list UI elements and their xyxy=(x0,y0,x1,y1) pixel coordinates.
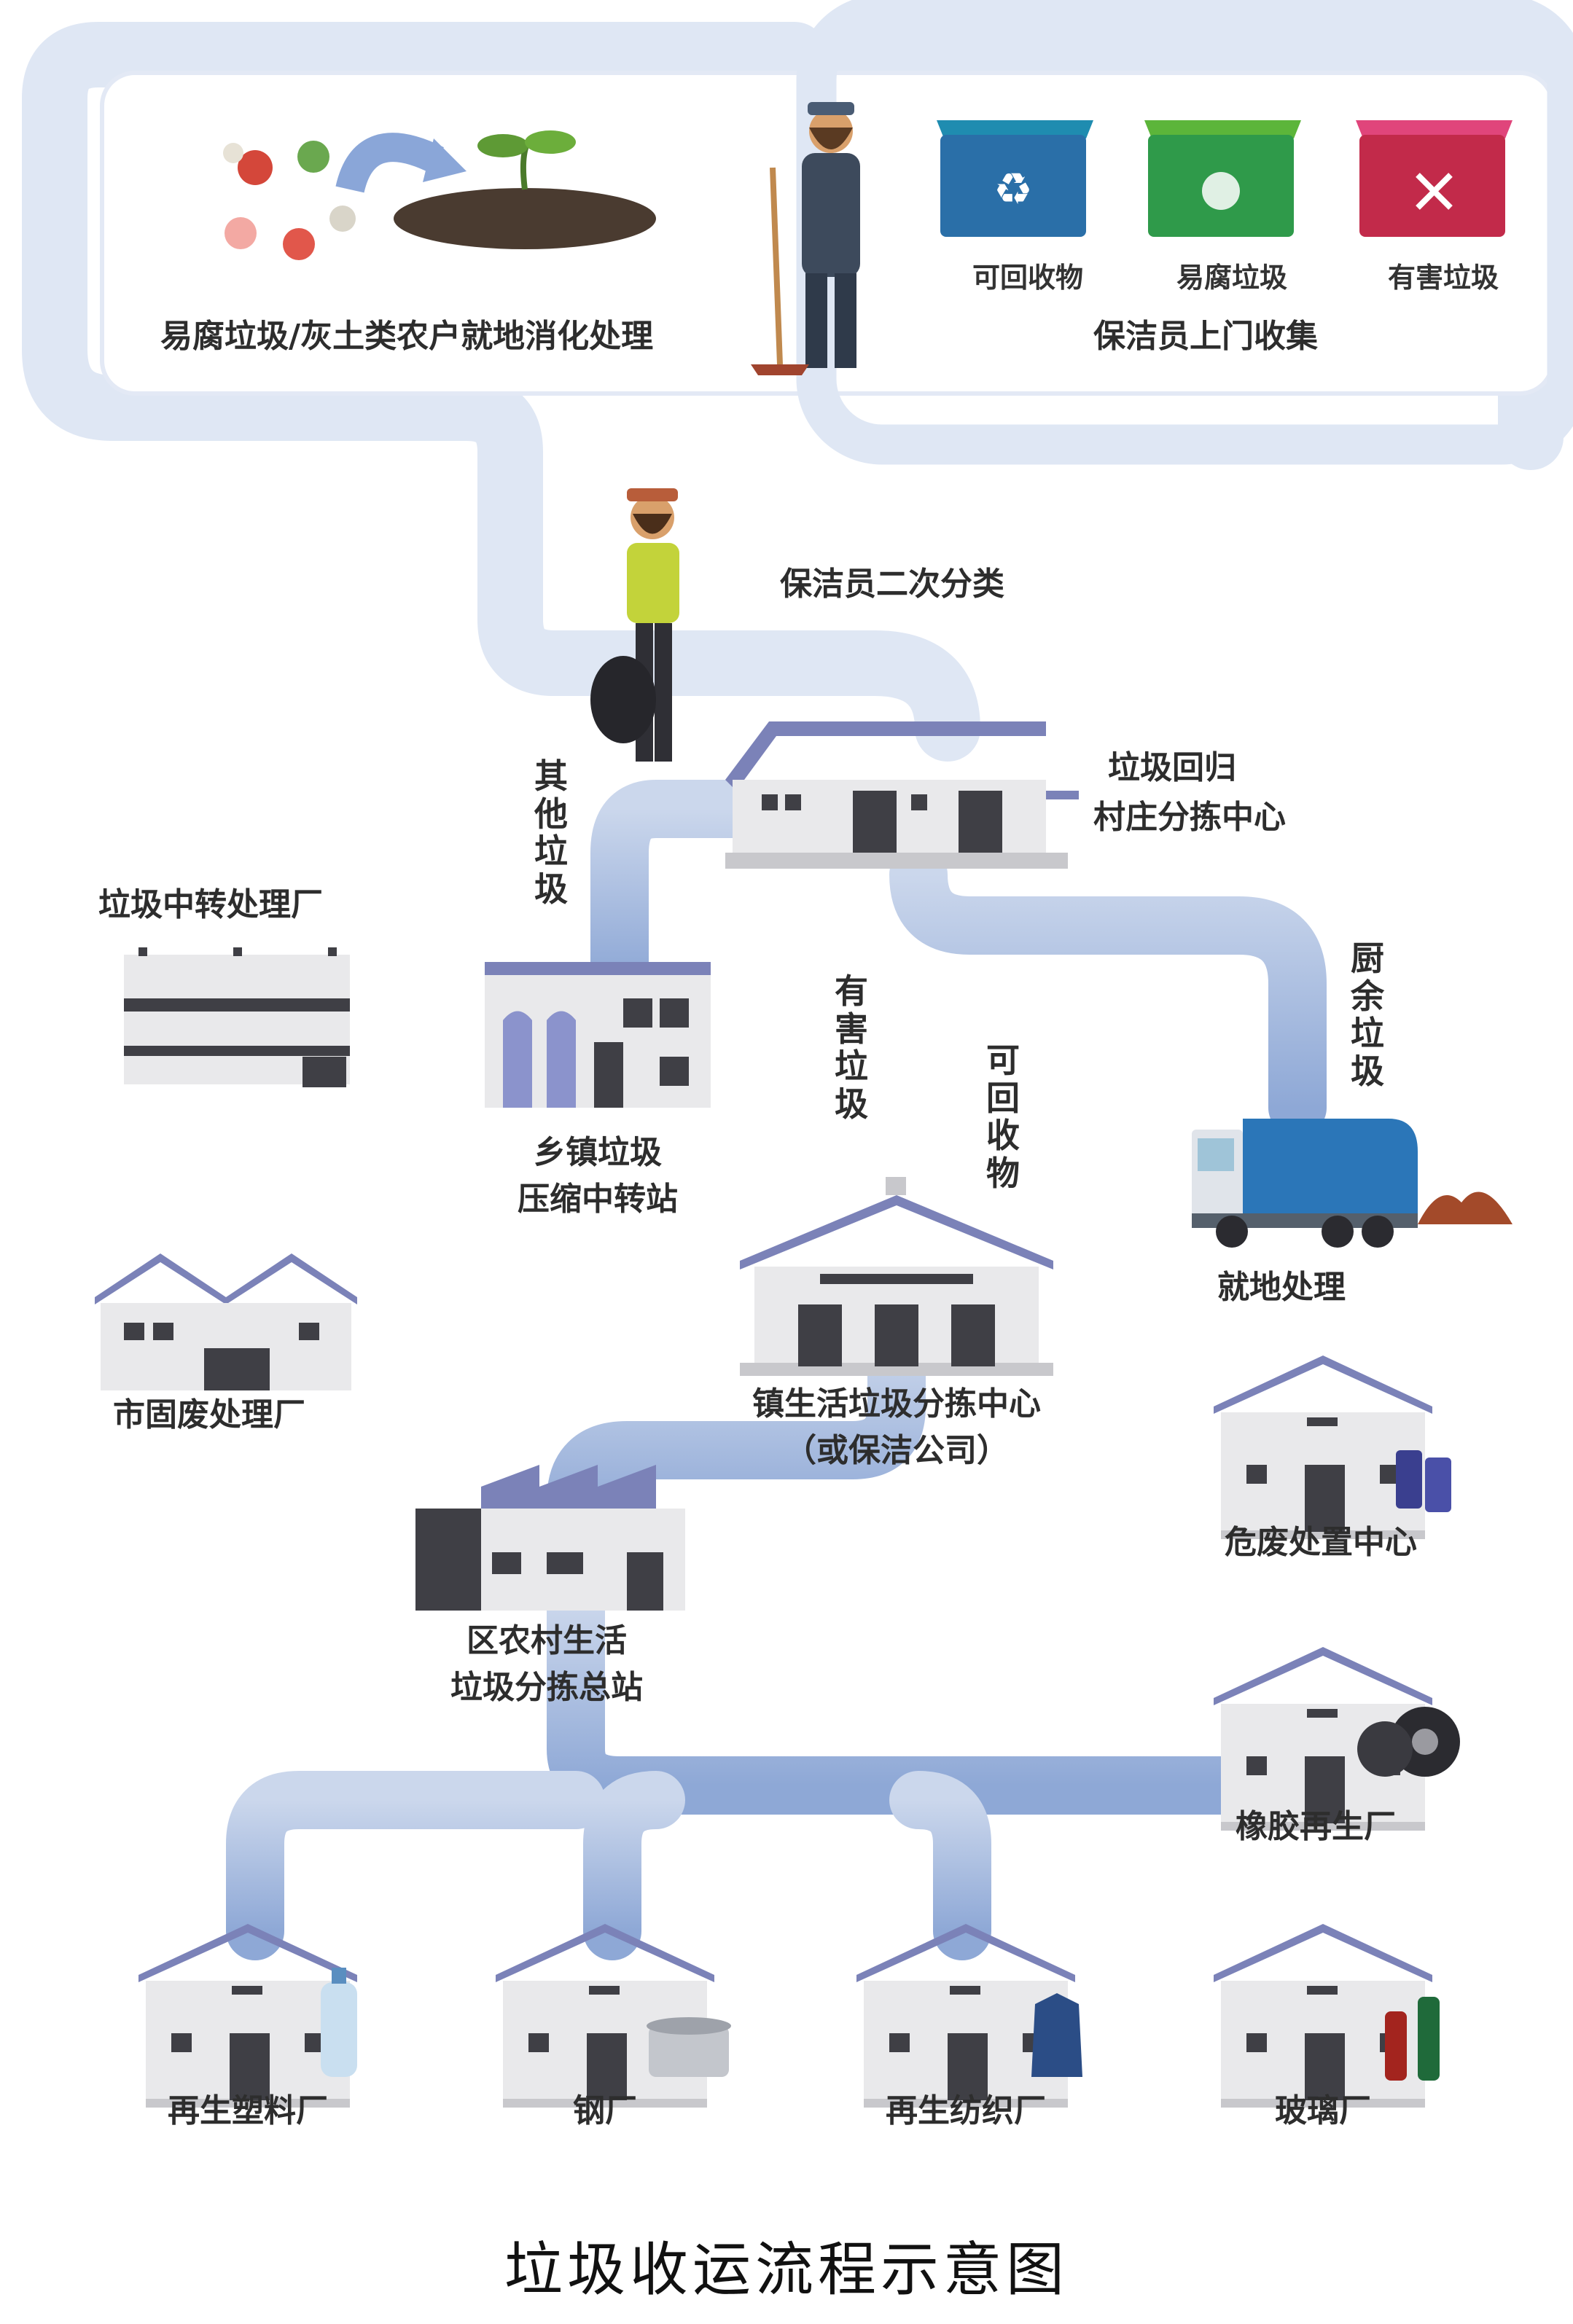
district-station-label: 区农村生活 垃圾分拣总站 xyxy=(450,1622,643,1706)
secondary-sorting-label: 保洁员二次分类 xyxy=(780,566,1004,603)
flow-pipes xyxy=(22,22,1564,1960)
local-treatment-label: 就地处理 xyxy=(1217,1269,1346,1306)
sorting-worker-icon xyxy=(590,488,679,762)
recyclable-bin-icon: ♻ xyxy=(937,120,1093,237)
tire-icon xyxy=(1357,1707,1460,1777)
village-sorting-center-label: 垃圾回归 村庄分拣中心 xyxy=(1093,749,1286,837)
town-compression-station-label: 乡镇垃圾 压缩中转站 xyxy=(518,1134,678,1218)
recyclables-flow-label: 可回收物 xyxy=(986,1041,1020,1193)
rubber-plant-label: 橡胶再生厂 xyxy=(1236,1808,1396,1845)
perishable-bin-icon xyxy=(1144,120,1301,237)
hazard-center-building xyxy=(1214,1355,1432,1539)
transfer-plant-label: 垃圾中转处理厂 xyxy=(98,886,323,923)
bin-label-hazardous: 有害垃圾 xyxy=(1387,262,1499,294)
village-sorting-center-building xyxy=(725,721,1079,869)
hazardous-waste-center-label: 危废处置中心 xyxy=(1225,1524,1417,1561)
town-sorting-center-label: 镇生活垃圾分拣中心 （或保洁公司） xyxy=(752,1385,1041,1469)
battery-icon xyxy=(1396,1450,1451,1512)
steel-pot-icon xyxy=(647,2017,731,2077)
plastic-bottle-icon xyxy=(321,1968,357,2077)
plastic-plant-label: 再生塑料厂 xyxy=(168,2092,328,2129)
compost-illustration xyxy=(223,130,656,260)
door-to-door-collection-label: 保洁员上门收集 xyxy=(1093,318,1318,355)
steel-plant-label: 钢厂 xyxy=(573,2092,637,2129)
cleaner-with-broom-icon xyxy=(751,102,860,375)
textile-plant-label: 再生纺织厂 xyxy=(886,2092,1046,2129)
bin-label-recyclable: 可回收物 xyxy=(972,262,1083,294)
city-solid-waste-plant-building xyxy=(95,1253,357,1390)
glass-plant-label: 玻璃厂 xyxy=(1275,2092,1371,2129)
town-compression-station-building xyxy=(485,962,711,1108)
town-sorting-center-building xyxy=(740,1177,1053,1376)
svg-text:♻: ♻ xyxy=(994,164,1033,215)
hazardous-bin-icon xyxy=(1356,120,1512,237)
page-title: 垃圾收运流程示意图 xyxy=(504,2236,1069,2304)
city-solid-waste-plant-label: 市固废处理厂 xyxy=(113,1396,305,1433)
perishable-local-treatment-label: 易腐垃圾/灰土类农户就地消化处理 xyxy=(160,318,654,355)
transfer-plant-building xyxy=(124,947,350,1087)
other-waste-flow-label: 其他垃圾 xyxy=(534,756,568,909)
glass-bottle-icon xyxy=(1385,1997,1440,2081)
garbage-truck-icon xyxy=(1192,1119,1512,1248)
kitchen-waste-flow-label: 厨余垃圾 xyxy=(1351,939,1384,1091)
hazardous-waste-flow-label: 有害垃圾 xyxy=(835,971,868,1124)
clothing-icon xyxy=(1031,1993,1082,2077)
district-station-building xyxy=(415,1465,685,1611)
bin-label-perishable: 易腐垃圾 xyxy=(1176,262,1287,294)
